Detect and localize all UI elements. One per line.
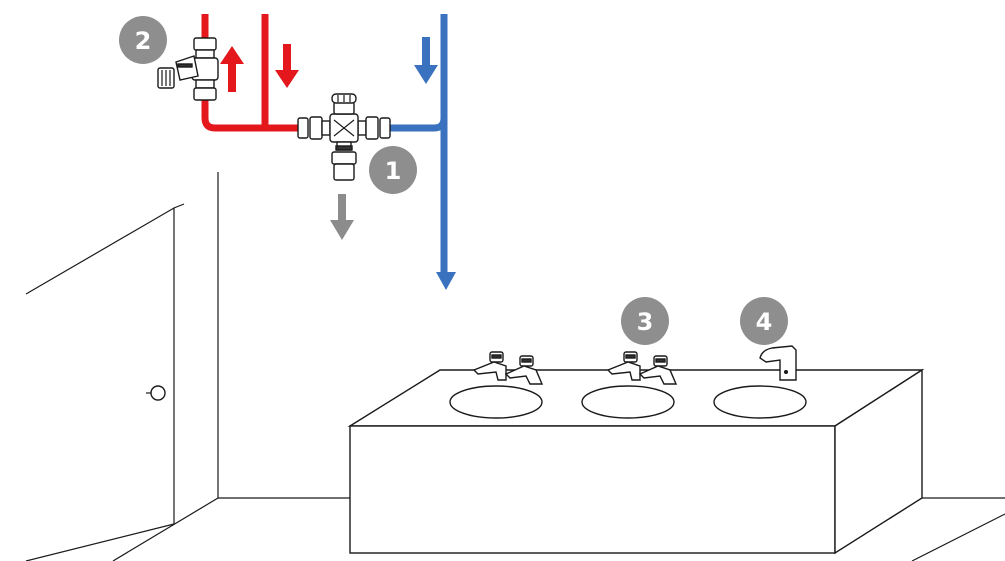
door-frame-top bbox=[173, 203, 185, 209]
counter-front bbox=[349, 425, 836, 554]
badge-1-label: 1 bbox=[385, 157, 402, 185]
cold-pipe-branch bbox=[386, 14, 448, 132]
basin-2 bbox=[581, 385, 675, 419]
basin-1 bbox=[449, 385, 543, 419]
mixed-down-arrow bbox=[330, 194, 354, 240]
hot-down-arrow bbox=[275, 44, 299, 88]
counter-side bbox=[834, 368, 923, 555]
isolation-valve bbox=[157, 37, 219, 101]
badge-3: 3 bbox=[621, 297, 669, 345]
hot-pipe-supply bbox=[201, 14, 302, 132]
badge-2-label: 2 bbox=[135, 27, 152, 55]
sensor-tap bbox=[759, 345, 797, 381]
hot-up-arrow bbox=[220, 46, 244, 92]
door-panel bbox=[25, 206, 175, 561]
tap-icon bbox=[472, 351, 507, 381]
cold-down-arrow bbox=[414, 37, 438, 84]
basin-3 bbox=[713, 385, 807, 419]
tap-icon bbox=[504, 355, 544, 385]
badge-1: 1 bbox=[369, 146, 417, 194]
door bbox=[25, 203, 185, 561]
sensor-eye bbox=[784, 370, 788, 374]
pipes bbox=[201, 14, 448, 272]
tap-icon bbox=[606, 351, 641, 381]
badge-3-label: 3 bbox=[637, 308, 654, 336]
badge-2: 2 bbox=[119, 16, 167, 64]
tap-pair-2 bbox=[606, 351, 678, 385]
vanity-counter bbox=[347, 368, 925, 555]
floor-perspective-right bbox=[911, 513, 1005, 561]
flow-arrows bbox=[220, 37, 456, 290]
badge-4-label: 4 bbox=[756, 308, 773, 336]
tmv-valve bbox=[297, 93, 391, 181]
floor-perspective-left bbox=[112, 497, 219, 561]
tap-icon bbox=[638, 355, 678, 385]
cold-main-arrowhead bbox=[436, 272, 456, 290]
badge-4: 4 bbox=[740, 297, 788, 345]
tap-pair-1 bbox=[472, 351, 544, 385]
door-knob bbox=[150, 385, 166, 401]
